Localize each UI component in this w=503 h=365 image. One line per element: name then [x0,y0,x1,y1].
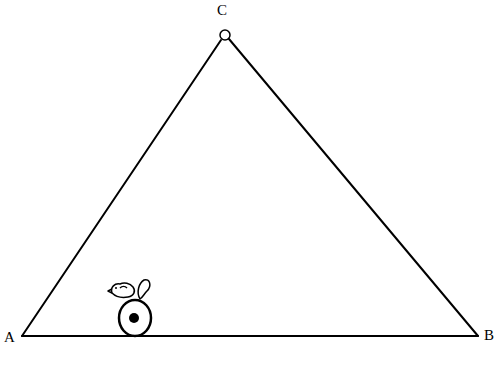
target-dot [129,313,139,323]
right-side [229,39,478,336]
pulley-circle [220,30,230,40]
squirrel-figure [108,280,150,299]
vertex-label: A [4,330,15,345]
vertex-label: B [484,328,494,343]
target-ring [119,300,151,336]
left-side [22,40,221,336]
base-side [22,335,478,337]
vertex-label: C [217,3,227,18]
